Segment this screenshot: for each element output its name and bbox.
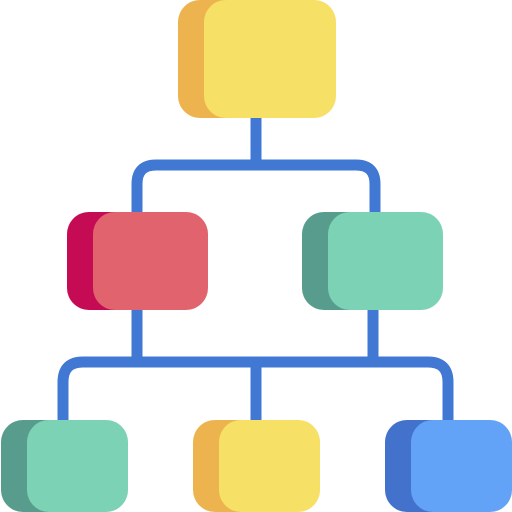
node-leaf-left	[1, 420, 128, 512]
node-mid-right	[302, 212, 443, 310]
node-leaf-right	[385, 420, 512, 512]
connector-lines	[57, 118, 454, 420]
node-box	[411, 420, 512, 512]
node-leaf-center	[193, 420, 320, 512]
node-box	[204, 0, 336, 118]
node-box	[93, 212, 208, 310]
connector-line	[131, 159, 381, 212]
node-box	[219, 420, 320, 512]
node-mid-left	[67, 212, 208, 310]
node-root	[178, 0, 336, 118]
node-box	[27, 420, 128, 512]
node-box	[328, 212, 443, 310]
